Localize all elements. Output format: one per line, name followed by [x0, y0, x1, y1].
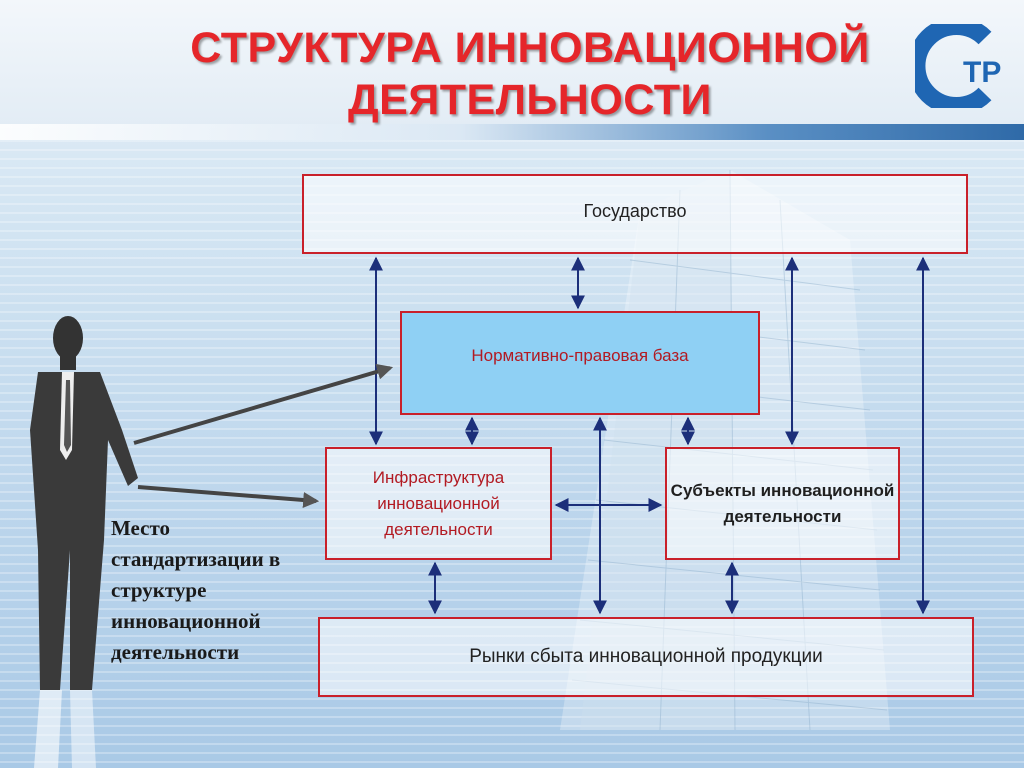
title-band: [0, 0, 1024, 128]
node-state: Государство: [302, 174, 968, 254]
pointer-person-legal-base: [133, 363, 394, 445]
node-markets: Рынки сбыта инновационной продукции: [318, 617, 974, 697]
node-legal-base: Нормативно-правовая база: [400, 311, 760, 415]
page-title: СТРУКТУРА ИННОВАЦИОННОЙ ДЕЯТЕЛЬНОСТИ: [150, 22, 910, 126]
title-rule: [0, 124, 1024, 140]
logo-c-icon: [915, 24, 992, 108]
pointer-person-infrastructure: [137, 485, 320, 508]
caption-text: Место стандартизации в структуре инновац…: [111, 516, 281, 664]
node-infrastructure: Инфраструктура инновационной деятельност…: [325, 447, 552, 560]
logo-text: ТР: [963, 56, 1001, 89]
title-line-1: СТРУКТУРА ИННОВАЦИОННОЙ: [190, 24, 870, 72]
node-subjects: Субъекты инновационной деятельности: [665, 447, 900, 560]
company-logo: ТР: [915, 24, 1001, 108]
title-line-2: ДЕЯТЕЛЬНОСТИ: [348, 76, 712, 124]
businessman-silhouette: [30, 316, 138, 768]
